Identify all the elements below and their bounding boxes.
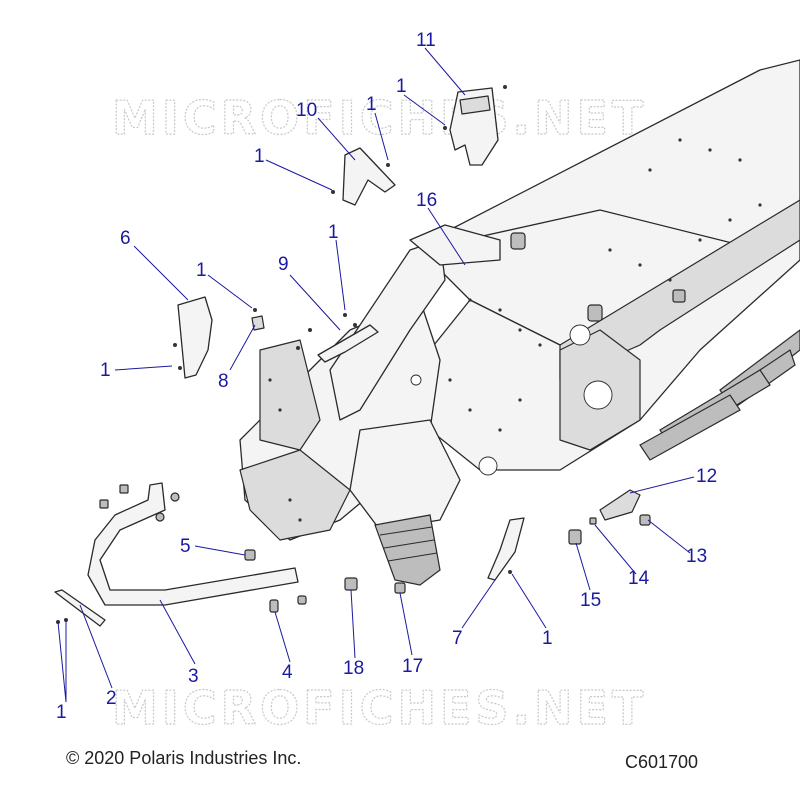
callout-1: 1 <box>396 76 407 97</box>
callout-13: 13 <box>686 546 707 567</box>
trim-6 <box>177 296 213 379</box>
callout-leaders <box>57 47 695 703</box>
callout-12: 12 <box>696 466 717 487</box>
callout-1: 1 <box>56 702 67 723</box>
callout-1: 1 <box>196 260 207 281</box>
callout-1: 1 <box>254 146 265 167</box>
callout-1: 1 <box>100 360 111 381</box>
track-cleats <box>639 329 800 461</box>
clip-8 <box>251 315 265 331</box>
bracket-9 <box>317 324 379 363</box>
callout-14: 14 <box>628 568 650 589</box>
callout-6: 6 <box>120 228 131 249</box>
callout-2: 2 <box>106 688 117 709</box>
callout-labels: 11 1 1 10 1 16 6 1 9 1 1 8 12 13 14 15 5… <box>56 30 717 723</box>
callout-1: 1 <box>366 94 377 115</box>
callout-15: 15 <box>580 590 601 611</box>
callout-3: 3 <box>188 666 199 687</box>
callout-17: 17 <box>402 656 423 677</box>
callout-7: 7 <box>452 628 463 649</box>
callout-8: 8 <box>218 371 229 392</box>
copyright-notice: © 2020 Polaris Industries Inc. <box>66 748 302 768</box>
callout-10: 10 <box>296 100 317 121</box>
bracket-12 <box>599 489 641 521</box>
figure-code: C601700 <box>625 752 699 772</box>
bracket-10 <box>342 147 396 206</box>
watermark-top: MICROFICHES.NET <box>112 91 647 145</box>
bracket-7 <box>487 517 525 581</box>
callout-4: 4 <box>282 662 293 683</box>
tunnel-chassis <box>239 59 800 586</box>
fasteners <box>56 85 651 624</box>
callout-1: 1 <box>328 222 339 243</box>
callout-5: 5 <box>180 536 191 557</box>
callout-18: 18 <box>343 658 364 679</box>
callout-11: 11 <box>416 30 436 51</box>
rivet-dots <box>268 138 762 522</box>
bumper-3 <box>87 482 299 606</box>
brace-11 <box>449 87 499 166</box>
callout-1: 1 <box>542 628 553 649</box>
bracket-2 <box>54 589 106 627</box>
callout-16: 16 <box>416 190 437 211</box>
watermark-bottom: MICROFICHES.NET <box>112 681 647 735</box>
callout-9: 9 <box>278 254 289 275</box>
